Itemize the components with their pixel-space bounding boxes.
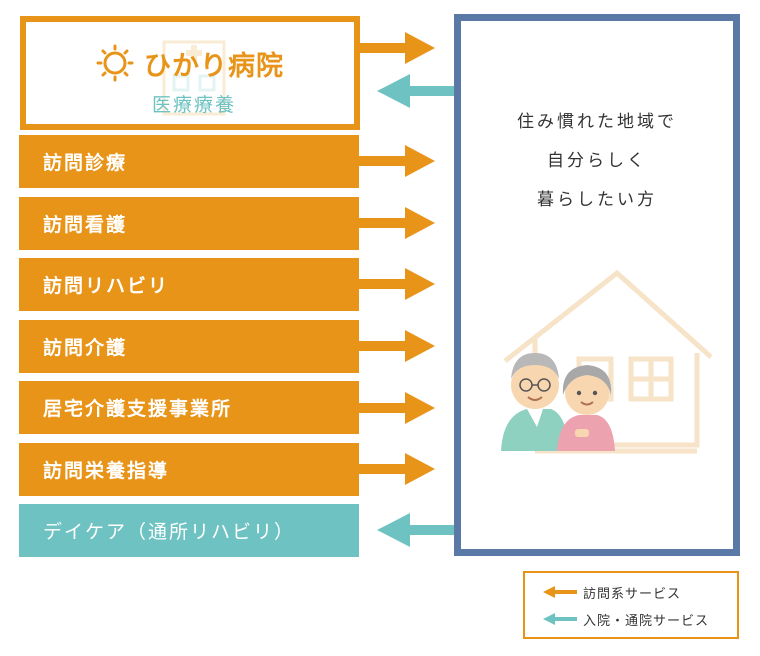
service-home-rehab: 訪問リハビリ bbox=[19, 258, 359, 311]
arrow-right-icon bbox=[359, 268, 435, 300]
grandmother-icon bbox=[557, 365, 615, 451]
sun-logo-icon bbox=[96, 44, 134, 82]
house-elderly-couple-illustration bbox=[501, 269, 713, 454]
grandfather-icon bbox=[501, 353, 569, 451]
hospital-subtitle: 医療療養 bbox=[152, 94, 237, 116]
legend-inpatient-label: 入院・通院サービス bbox=[583, 614, 710, 629]
service-care-management: 居宅介護支援事業所 bbox=[19, 381, 359, 434]
service-day-care: デイケア（通所リハビリ） bbox=[19, 504, 359, 557]
legend: 訪問系サービス 入院・通院サービス bbox=[523, 571, 739, 639]
arrow-right-icon bbox=[359, 453, 435, 485]
teal-arrow-legend-icon bbox=[543, 613, 577, 625]
panel-line-1: 住み慣れた地域で bbox=[517, 112, 677, 132]
legend-visiting-label: 訪問系サービス bbox=[583, 587, 682, 602]
hospital-box: ひかり病院 医療療養 bbox=[20, 16, 360, 130]
arrow-right-icon bbox=[359, 32, 435, 64]
panel-line-3: 暮らしたい方 bbox=[537, 190, 657, 210]
hospital-building-icon bbox=[162, 40, 226, 116]
arrow-right-icon bbox=[359, 392, 435, 424]
arrow-left-icon bbox=[377, 74, 456, 108]
arrow-right-icon bbox=[359, 145, 435, 177]
arrow-left-icon bbox=[377, 513, 456, 547]
service-nutrition-guidance: 訪問栄養指導 bbox=[19, 443, 359, 496]
arrow-right-icon bbox=[359, 207, 435, 239]
hospital-name: ひかり病院 bbox=[144, 51, 284, 82]
panel-line-2: 自分らしく bbox=[547, 151, 647, 171]
orange-arrow-legend-icon bbox=[543, 586, 577, 598]
target-resident-panel: 住み慣れた地域で 自分らしく 暮らしたい方 bbox=[454, 14, 740, 556]
service-home-nursing: 訪問看護 bbox=[19, 197, 359, 250]
service-home-care: 訪問介護 bbox=[19, 320, 359, 373]
arrow-right-icon bbox=[359, 330, 435, 362]
service-home-medical: 訪問診療 bbox=[19, 135, 359, 188]
